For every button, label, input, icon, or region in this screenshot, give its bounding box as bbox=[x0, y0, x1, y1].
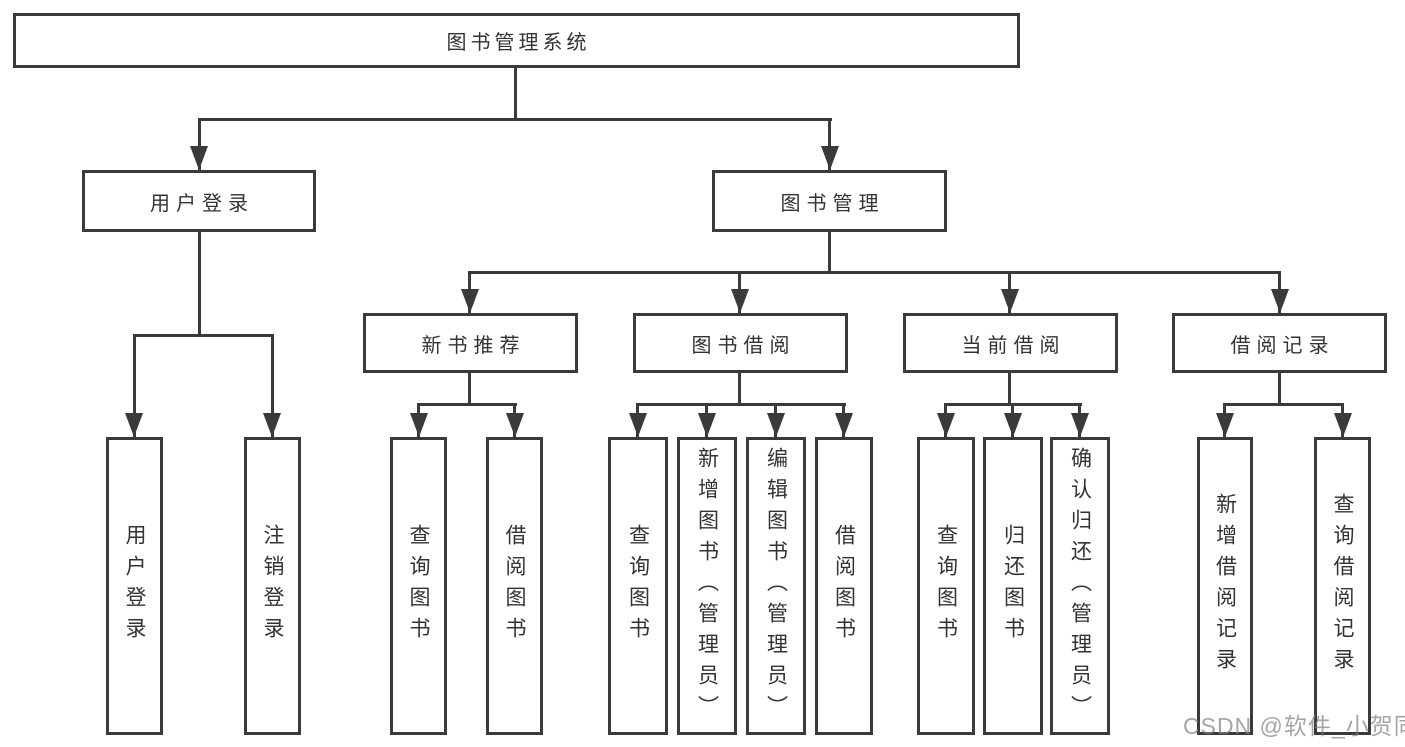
leaf-user-login: 用户登录 bbox=[106, 437, 163, 735]
connector-bb-stem bbox=[738, 373, 741, 406]
arrow-down-icon bbox=[1216, 413, 1234, 437]
leaf-cb-query-books: 查询图书 bbox=[917, 437, 975, 735]
connector-root-stem bbox=[514, 68, 517, 120]
connector-leaf-drop bbox=[133, 334, 136, 437]
leaf-br-query-record: 查询借阅记录 bbox=[1314, 437, 1371, 735]
node-book-management: 图书管理 bbox=[712, 170, 947, 232]
arrow-down-icon bbox=[125, 413, 143, 437]
leaf-cb-confirm-return-admin: 确认归还（管理员） bbox=[1050, 437, 1110, 735]
node-book-borrowing: 图书借阅 bbox=[633, 313, 848, 373]
connector-user-login-stem bbox=[198, 232, 201, 336]
leaf-br-add-record: 新增借阅记录 bbox=[1197, 437, 1253, 735]
connector-br-stem bbox=[1278, 373, 1281, 406]
node-new-book-recommend: 新书推荐 bbox=[363, 313, 578, 373]
node-user-login: 用户登录 bbox=[82, 170, 316, 232]
connector-book-mgmt-drop bbox=[828, 118, 831, 170]
arrow-down-icon bbox=[1001, 289, 1019, 313]
connector-user-login-drop bbox=[198, 118, 201, 170]
connector-root-bar bbox=[198, 118, 832, 121]
arrow-down-icon bbox=[731, 289, 749, 313]
arrow-down-icon bbox=[1334, 413, 1352, 437]
leaf-bb-add-books-admin: 新增图书（管理员） bbox=[677, 437, 737, 735]
leaf-cb-return-books: 归还图书 bbox=[983, 437, 1043, 735]
arrow-down-icon bbox=[698, 413, 716, 437]
connector-book-mgmt-stem bbox=[828, 232, 831, 274]
arrow-down-icon bbox=[1004, 413, 1022, 437]
arrow-down-icon bbox=[410, 413, 428, 437]
connector-cb-stem bbox=[1008, 373, 1011, 406]
arrow-down-icon bbox=[1271, 289, 1289, 313]
leaf-bb-borrow-books: 借阅图书 bbox=[815, 437, 873, 735]
connector-leaf-drop bbox=[271, 334, 274, 437]
connector-user-login-bar bbox=[133, 334, 274, 337]
arrow-down-icon bbox=[937, 413, 955, 437]
node-current-borrowing: 当前借阅 bbox=[903, 313, 1118, 373]
leaf-bb-edit-books-admin: 编辑图书（管理员） bbox=[746, 437, 806, 735]
arrow-down-icon bbox=[506, 413, 524, 437]
arrow-down-icon bbox=[767, 413, 785, 437]
arrow-down-icon bbox=[835, 413, 853, 437]
connector-level3-bar bbox=[468, 271, 1281, 274]
arrow-down-icon bbox=[629, 413, 647, 437]
arrow-down-icon bbox=[263, 413, 281, 437]
arrow-down-icon bbox=[1071, 413, 1089, 437]
arrow-down-icon bbox=[190, 146, 208, 170]
leaf-bb-query-books: 查询图书 bbox=[608, 437, 668, 735]
connector-nb-bar bbox=[417, 403, 517, 406]
leaf-nb-borrow-books: 借阅图书 bbox=[486, 437, 543, 735]
leaf-nb-query-books: 查询图书 bbox=[390, 437, 447, 735]
connector-nb-stem bbox=[468, 373, 471, 406]
connector-br-bar bbox=[1223, 403, 1344, 406]
connector-bb-bar bbox=[636, 403, 846, 406]
csdn-watermark: CSDN @软件_小贺同学 bbox=[1183, 713, 1405, 739]
node-borrowing-records: 借阅记录 bbox=[1172, 313, 1387, 373]
arrow-down-icon bbox=[821, 146, 839, 170]
leaf-logout: 注销登录 bbox=[244, 437, 301, 735]
node-root-library-system: 图书管理系统 bbox=[13, 13, 1020, 68]
arrow-down-icon bbox=[461, 289, 479, 313]
